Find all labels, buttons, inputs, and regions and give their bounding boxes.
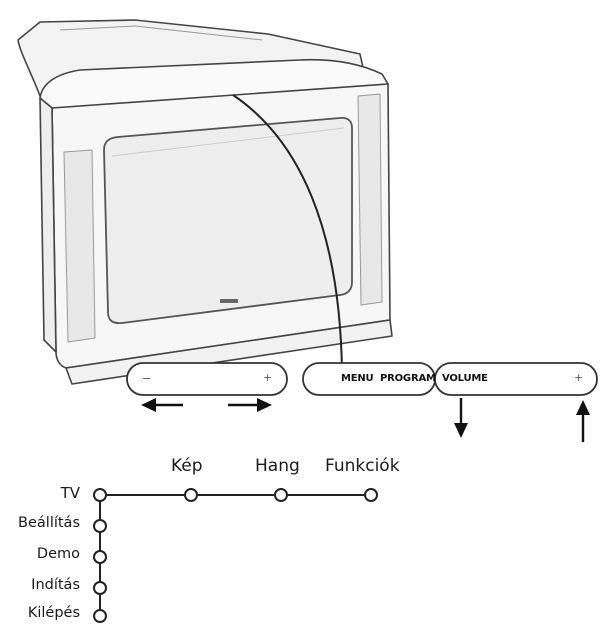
menu-button[interactable]: MENU [341, 373, 374, 384]
arrows [141, 398, 590, 442]
down-arrow-head [454, 423, 468, 438]
tv-top-face [39, 58, 389, 109]
node-inditas [93, 581, 107, 595]
node-beallitas [93, 519, 107, 533]
menu-item-funkciok: Funkciók [325, 456, 400, 476]
menu-item-kep: Kép [171, 456, 203, 476]
node-kep [184, 488, 198, 502]
tv-screen [103, 116, 353, 325]
tv-left-side [39, 97, 57, 353]
menu-item-inditas: Indítás [31, 577, 80, 593]
node-funkciok [364, 488, 378, 502]
menu-item-demo: Demo [36, 546, 80, 562]
callout-line [232, 94, 343, 373]
tv-left-speaker [63, 149, 96, 343]
left-slider-pill [126, 362, 288, 396]
menu-tree [93, 488, 378, 623]
left-slider-plus: + [263, 371, 273, 384]
menu-item-tv: TV [60, 484, 80, 502]
node-demo [93, 550, 107, 564]
volume-slider-plus: + [574, 371, 584, 384]
node-hang [274, 488, 288, 502]
tv-logo [220, 299, 238, 303]
left-arrow-head [141, 398, 156, 412]
volume-slider-pill [434, 362, 598, 396]
node-kilepes [93, 609, 107, 623]
volume-label: VOLUME [442, 373, 488, 384]
menu-item-hang: Hang [255, 456, 300, 476]
left-slider-minus: − [142, 372, 152, 385]
tv-set [17, 19, 393, 385]
menu-item-kilepes: Kilépés [27, 605, 80, 621]
menu-item-beallitas: Beállítás [18, 515, 80, 531]
tv-right-speaker [357, 93, 383, 306]
up-arrow-head [576, 400, 590, 415]
node-tv [93, 488, 107, 502]
right-arrow-head [257, 398, 272, 412]
program-button[interactable]: PROGRAM [380, 373, 436, 384]
